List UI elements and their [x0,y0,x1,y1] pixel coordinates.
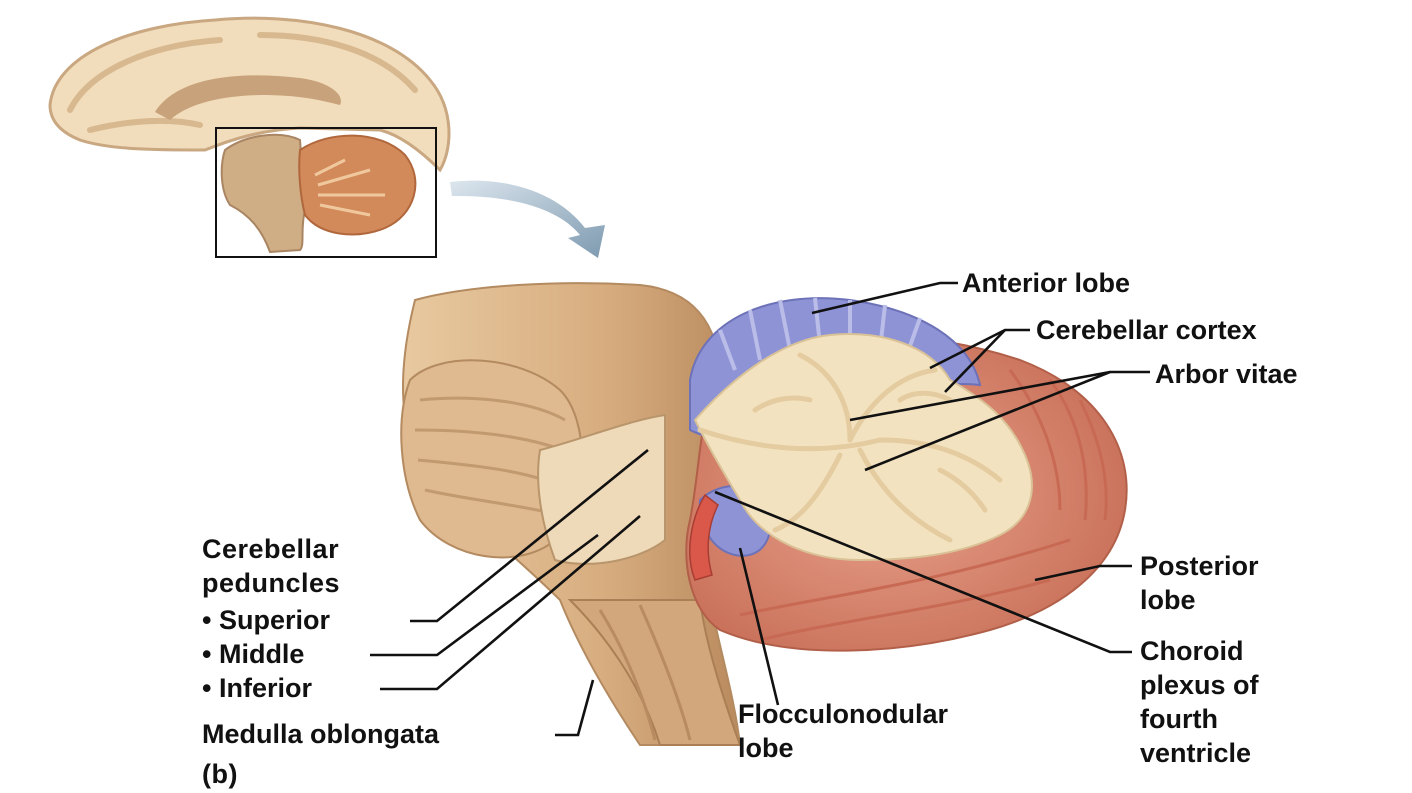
label-flocculonodular-line2: lobe [738,733,794,763]
label-posterior-lobe-line1: Posterior [1140,551,1259,581]
leader-middle [370,533,599,657]
label-cerebellar-peduncles-line2: peduncles [202,568,341,598]
label-superior: • Superior [202,605,330,635]
leader-cerebellar-cortex-2 [944,329,1006,393]
leader-medulla [555,679,595,737]
leader-superior [410,448,649,623]
label-cerebellar-peduncles-line1: Cerebellar [202,534,340,564]
zoom-arrow [450,180,605,258]
main-illustration [400,282,1128,746]
label-medulla-oblongata: Medulla oblongata [202,719,440,749]
inset-brain [48,16,451,258]
corpus-callosum [155,75,341,120]
label-choroid-line3: fourth [1140,704,1218,734]
leader-choroid [714,490,1132,654]
label-anterior-lobe: Anterior lobe [962,268,1131,298]
label-middle: • Middle [202,639,305,669]
inset-brainstem [220,133,307,254]
leader-flocculonodular [738,547,780,706]
leader-posterior-lobe [1034,564,1132,582]
label-posterior-lobe-line2: lobe [1140,585,1196,615]
inset-highlight-box [215,127,437,258]
leader-anterior-lobe [811,281,958,315]
choroid-plexus [689,493,719,581]
label-arbor-vitae: Arbor vitae [1155,359,1298,389]
label-choroid-line4: ventricle [1140,738,1252,768]
label-inferior: • Inferior [202,673,312,703]
inset-cerebellum [298,134,417,236]
leader-lines [370,281,1150,737]
label-cerebellar-cortex: Cerebellar cortex [1036,315,1257,345]
label-flocculonodular-line1: Flocculonodular [738,699,949,729]
leader-inferior [380,515,641,691]
label-panel-b: (b) [202,759,238,789]
label-choroid-line1: Choroid [1140,636,1244,666]
leader-arbor-vitae-2 [864,370,1111,472]
peduncle-cut-surface [537,413,666,565]
medulla [567,599,742,746]
label-choroid-line2: plexus of [1140,670,1259,700]
